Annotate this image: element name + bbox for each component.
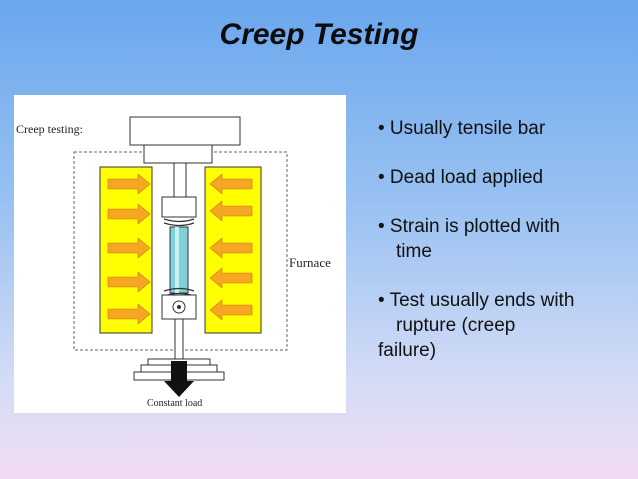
upper-thread — [163, 218, 195, 227]
bullet-list: • Usually tensile bar • Dead load applie… — [378, 116, 628, 387]
bullet-text-continued-2: failure) — [378, 340, 437, 361]
slide-title: Creep Testing — [219, 18, 419, 51]
specimen-highlight — [175, 227, 179, 293]
bullet-text: • Dead load applied — [378, 167, 544, 188]
load-arrow-icon — [164, 361, 194, 397]
furnace-label: Furnace — [289, 255, 331, 270]
upper-grip — [161, 196, 197, 218]
heat-arrows-right — [209, 173, 253, 321]
bullet-text-continued: time — [396, 241, 432, 262]
bullet-text-continued: rupture (creep — [396, 315, 516, 336]
creep-test-diagram: Creep testing: — [14, 95, 346, 413]
bullet-item-2: • Dead load applied — [378, 165, 628, 190]
bullet-text: • Test usually ends with — [378, 290, 575, 311]
pin-center — [177, 305, 181, 309]
heat-arrows-left — [107, 173, 151, 325]
load-label: Constant load — [147, 398, 202, 409]
upper-pull-rod — [173, 162, 187, 198]
crosshead-neck — [143, 144, 213, 164]
bullet-text: • Strain is plotted with — [378, 216, 560, 237]
bullet-item-3: • Strain is plotted with time — [378, 214, 628, 264]
bullet-item-4: • Test usually ends with rupture (creep … — [378, 288, 628, 363]
creep-apparatus-illustration: Creep testing: — [16, 116, 331, 409]
bullet-item-1: • Usually tensile bar — [378, 116, 628, 141]
bullet-text: • Usually tensile bar — [378, 118, 546, 139]
diagram-heading: Creep testing: — [16, 122, 83, 136]
top-crosshead — [129, 116, 241, 146]
